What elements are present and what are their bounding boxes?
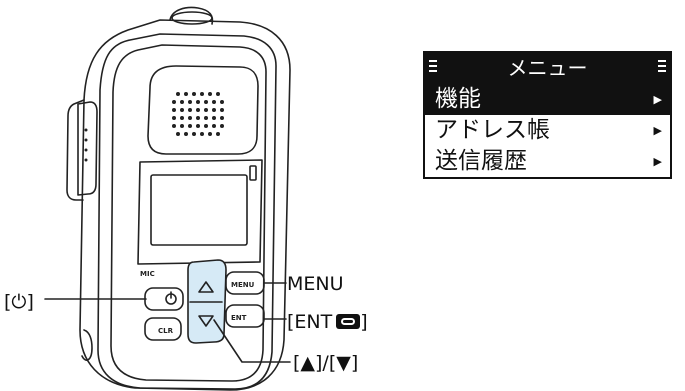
menu-key-callout: MENU — [287, 273, 344, 295]
ent-key — [225, 304, 265, 328]
ent-key-callout-close: ] — [360, 311, 368, 333]
lcd-menu-item[interactable]: 送信履歴 ▶ — [425, 146, 670, 177]
speaker-holes — [84, 92, 224, 162]
chevron-right-icon: ▶ — [653, 155, 662, 168]
lcd-menu-item[interactable]: 機能 ▶ — [425, 84, 670, 115]
chevron-right-icon: ▶ — [653, 124, 662, 137]
power-key — [144, 287, 184, 311]
ent-key-callout: [ENT] — [287, 313, 368, 332]
ent-key-callout-text: [ENT — [287, 311, 333, 333]
arrow-keys-callout: [▲]/[▼] — [293, 352, 359, 374]
chevron-right-icon: ▶ — [653, 93, 662, 106]
lcd-title: メニュー — [507, 56, 588, 80]
arrows-leader — [213, 319, 291, 363]
radio-device-illustration: MIC MENU ENT CLR — [44, 6, 291, 391]
clr-key — [144, 317, 182, 341]
lcd-menu-item[interactable]: アドレス帳 ▶ — [425, 115, 670, 146]
device-front-face — [97, 33, 277, 390]
scroll-right-icon — [658, 60, 666, 77]
side-grip — [66, 99, 85, 201]
device-body-outline — [79, 19, 291, 391]
lcd-title-bar: メニュー — [425, 53, 670, 84]
mic-label: MIC — [140, 270, 155, 278]
display-window — [150, 174, 248, 246]
scroll-left-icon — [429, 60, 437, 77]
speaker-panel — [147, 65, 259, 155]
power-key-callout: [⏻] — [4, 291, 34, 313]
lcd-menu-screen: メニュー 機能 ▶ アドレス帳 ▶ 送信履歴 ▶ — [423, 51, 672, 179]
key-lock-icon — [336, 314, 361, 329]
display-frame — [137, 159, 263, 265]
menu-key-label: MENU — [231, 281, 255, 289]
lcd-menu-item-label: アドレス帳 — [435, 117, 550, 143]
lcd-menu-item-label: 送信履歴 — [435, 148, 527, 174]
ent-key-label: ENT — [231, 314, 247, 322]
lcd-menu-item-label: 機能 — [435, 86, 481, 112]
clr-key-label: CLR — [158, 327, 174, 335]
